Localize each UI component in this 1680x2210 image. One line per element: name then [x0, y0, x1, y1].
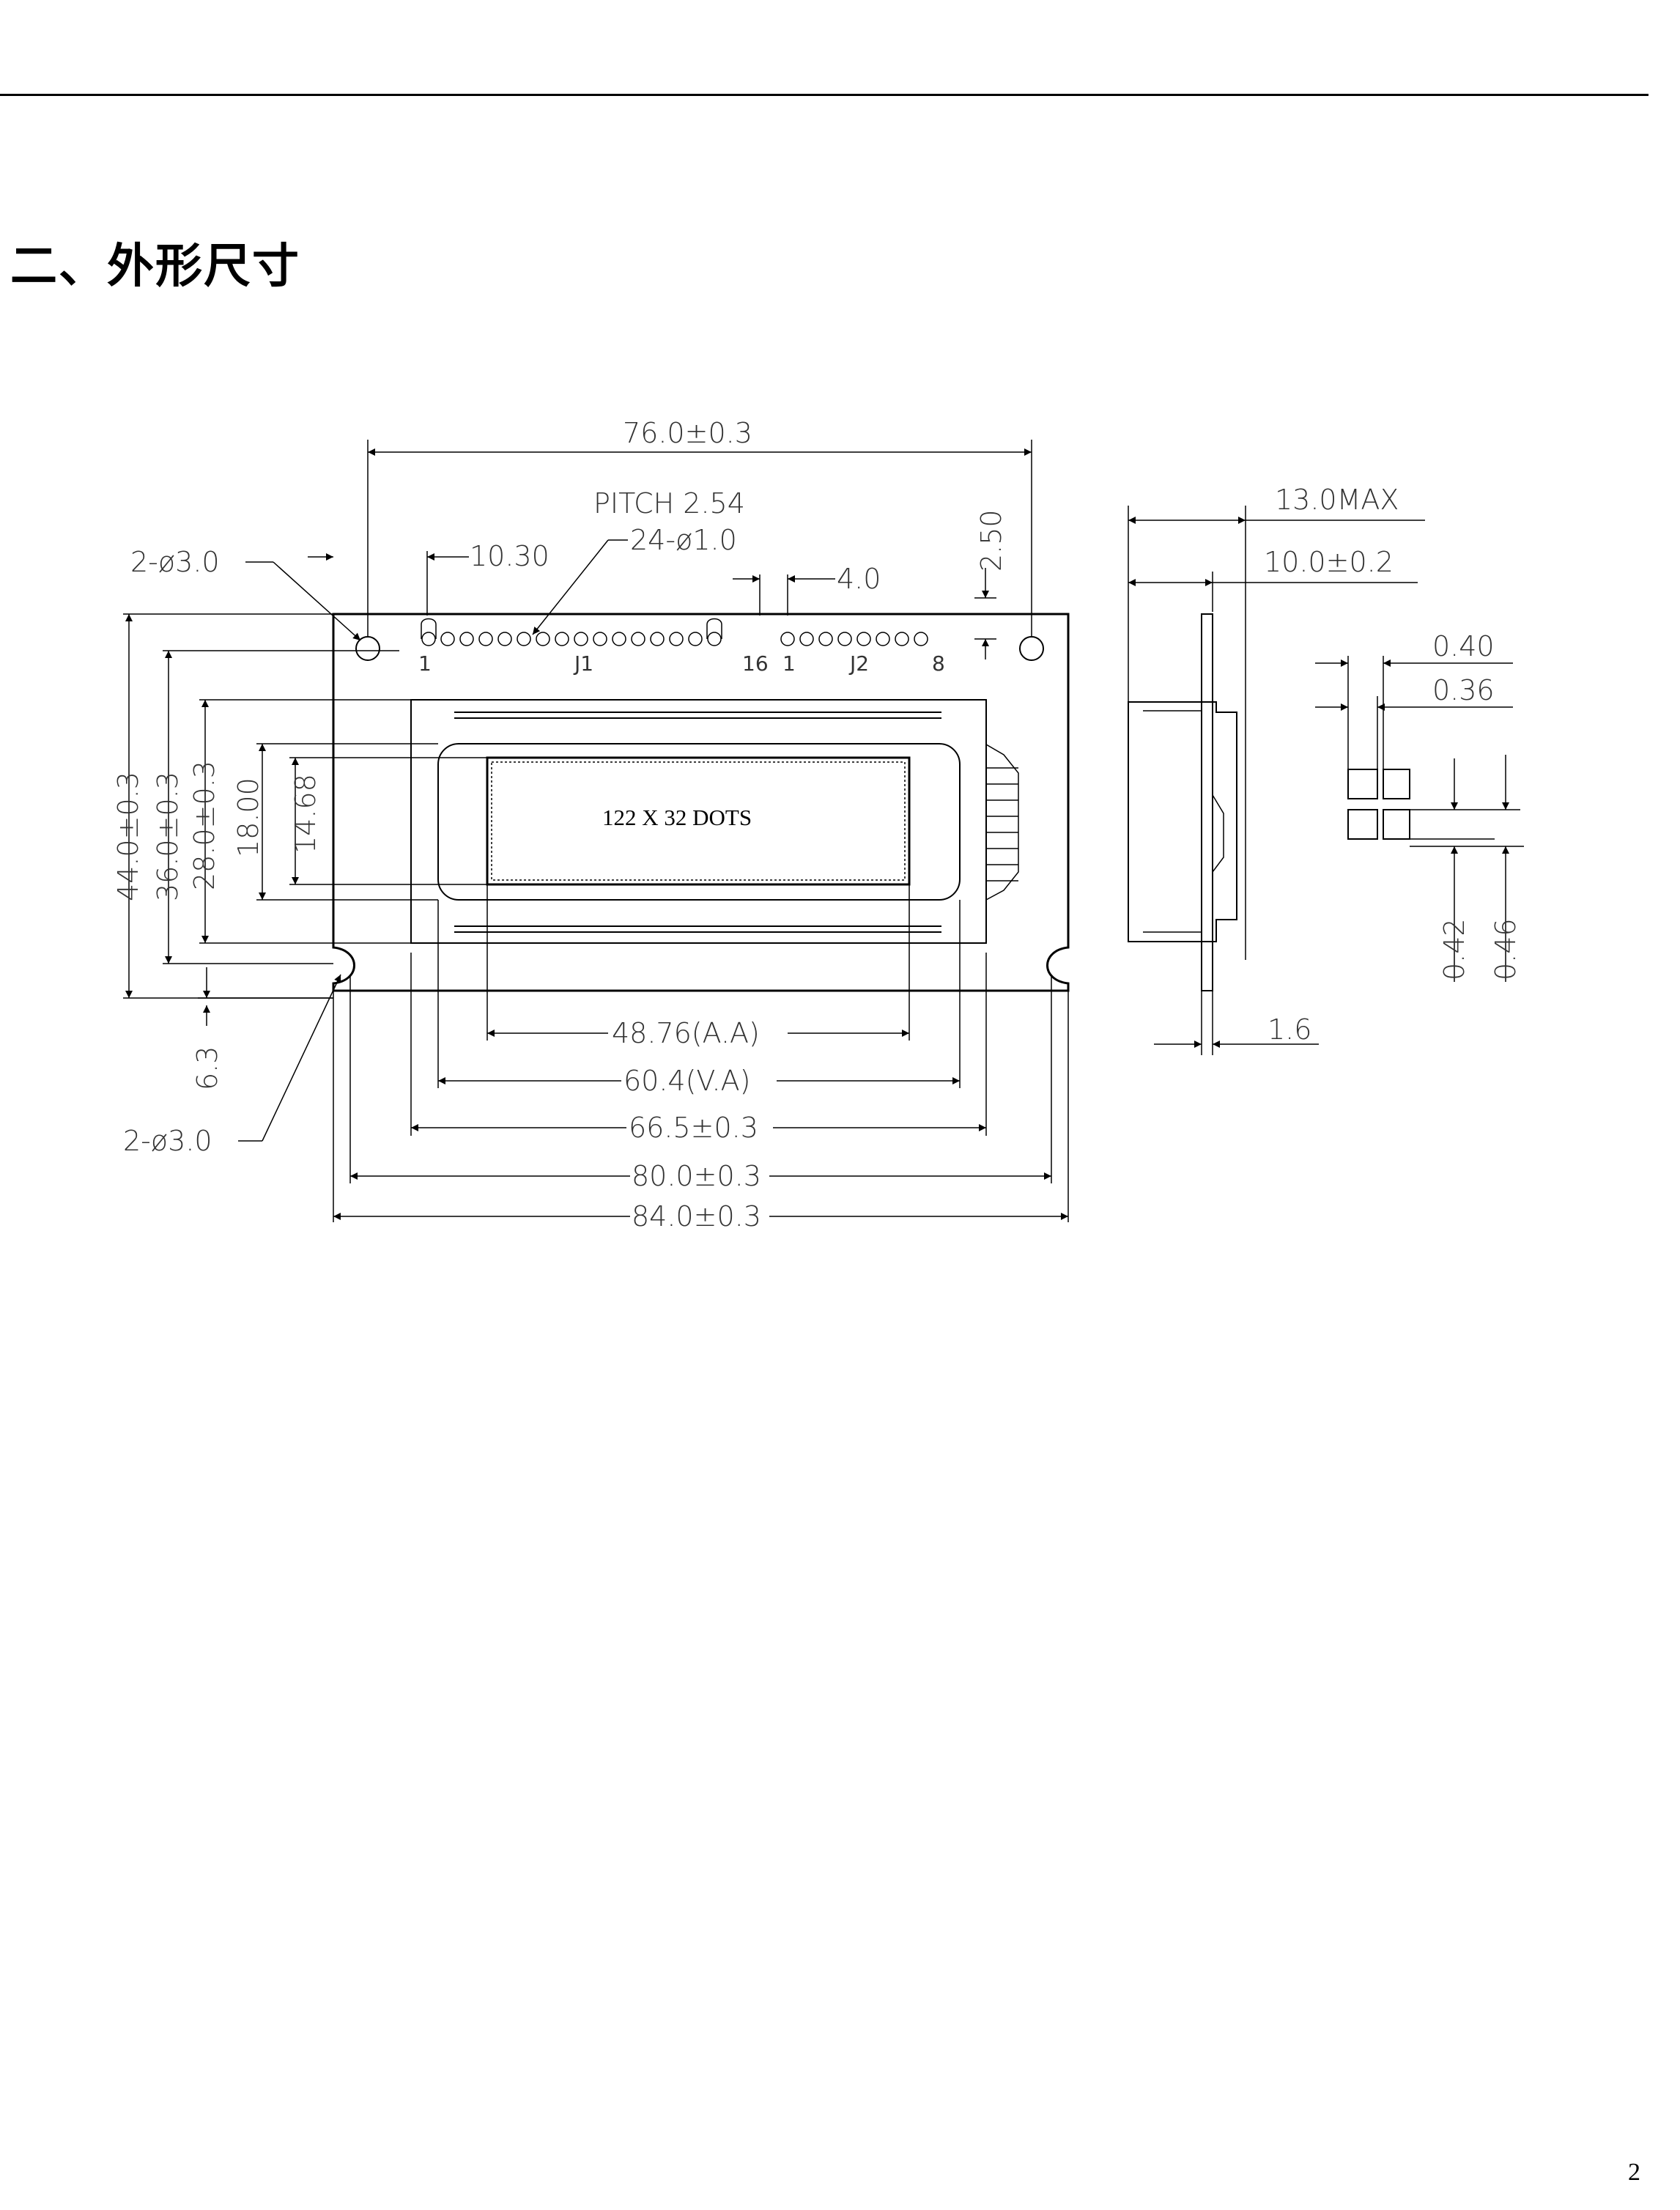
side-view: 13.0MAX 10.0±0.2 1.6 [1128, 484, 1425, 1055]
j1-label: J1 [573, 651, 593, 676]
dim-module-thickness: 10.0±0.2 [1264, 546, 1394, 578]
dim-outline-width: 84.0±0.3 [632, 1200, 761, 1232]
backlight-tab [985, 744, 1019, 901]
j2-pin-last: 8 [932, 651, 945, 676]
dot-detail: 0.40 0.36 0.42 0.46 [1315, 630, 1524, 982]
dim-pcb-thickness: 1.6 [1268, 1013, 1311, 1046]
dim-aa-width: 48.76(A.A) [612, 1017, 760, 1049]
dim-dot-pitch-y: 0.46 [1490, 918, 1522, 980]
page-number: 2 [1628, 2159, 1640, 2186]
dim-overall-width: 76.0±0.3 [623, 417, 752, 449]
dim-outline-height: 44.0±0.3 [112, 772, 144, 901]
display-resolution-label: 122 X 32 DOTS [602, 805, 752, 830]
pitch-label: PITCH 2.54 [593, 487, 745, 520]
dim-bottom-offset: 6.3 [191, 1046, 223, 1090]
j2-label: J2 [848, 651, 869, 676]
module-outline [332, 613, 1070, 992]
mount-hole-label-bottom: 2-ø3.0 [123, 1125, 212, 1157]
dim-va-height: 18.00 [232, 777, 264, 857]
dim-pcb-height: 36.0±0.3 [152, 772, 184, 901]
connector-j1-pins [421, 618, 722, 646]
dim-aa-height: 14.68 [289, 774, 322, 854]
pins-label: 24-ø1.0 [630, 524, 737, 556]
mount-hole-tr [1019, 636, 1044, 661]
dim-pin-row-offset: 2.50 [975, 509, 1007, 572]
dim-pcb-width: 80.0±0.3 [632, 1160, 761, 1192]
dim-bezel-width: 66.5±0.3 [629, 1112, 758, 1144]
dim-dot-pitch-x: 0.40 [1432, 630, 1495, 662]
left-dimensions: 44.0±0.3 36.0±0.3 28.0±0.3 18.00 14.68 6… [112, 613, 487, 1157]
connector-j2-pins [780, 632, 928, 646]
top-dimensions: 76.0±0.3 PITCH 2.54 24-ø1.0 10.30 4.0 2.… [130, 417, 1032, 659]
section-title: 二、外形尺寸 [10, 239, 300, 294]
viewing-area [437, 743, 961, 901]
active-area [486, 756, 911, 886]
header-rule [0, 94, 1648, 96]
dim-pin-offset: 10.30 [470, 540, 549, 572]
j2-pin-first: 1 [782, 651, 796, 676]
dim-va-width: 60.4(V.A) [623, 1065, 750, 1097]
front-view: 1 J1 16 1 J2 8 122 X 32 DOTS [332, 613, 1070, 992]
bezel-outline [410, 699, 987, 944]
dim-connector-gap: 4.0 [837, 563, 881, 595]
bottom-dimensions: 48.76(A.A) 60.4(V.A) 66.5±0.3 80.0±0.3 8… [333, 884, 1069, 1232]
dim-dot-size-x: 0.36 [1432, 674, 1495, 706]
mount-hole-label-top: 2-ø3.0 [130, 546, 220, 578]
j1-pin-last: 16 [742, 651, 769, 676]
dim-dot-size-y: 0.42 [1438, 918, 1470, 980]
dim-bezel-height: 28.0±0.3 [188, 761, 221, 890]
j1-pin-first: 1 [418, 651, 432, 676]
dim-max-thickness: 13.0MAX [1275, 484, 1399, 516]
